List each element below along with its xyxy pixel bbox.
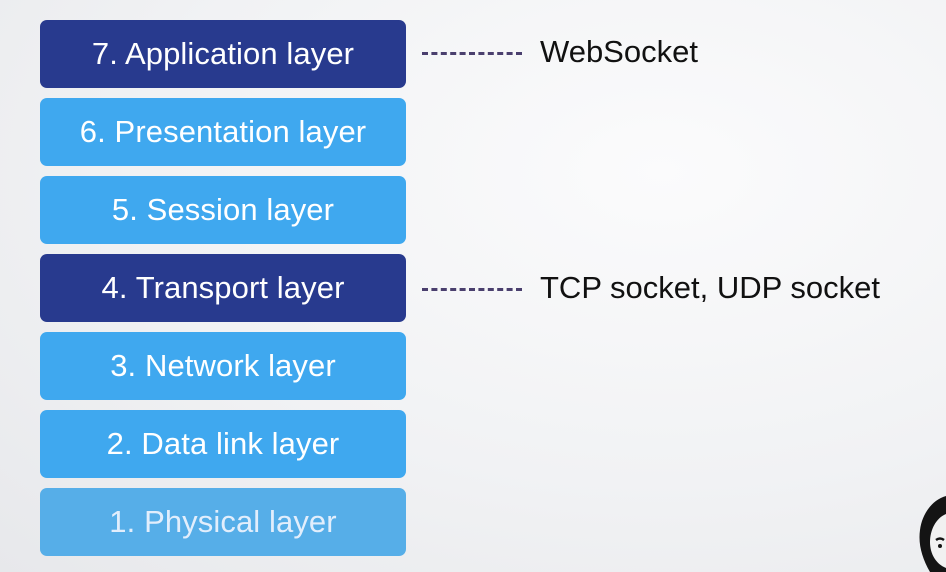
presentation-layer-box: 6. Presentation layer (40, 98, 406, 166)
data-link-layer-box: 2. Data link layer (40, 410, 406, 478)
session-layer-label: 5. Session layer (111, 192, 335, 227)
data-link-layer-label: 2. Data link layer (106, 426, 340, 461)
transport-layer-label: 4. Transport layer (101, 270, 345, 305)
application-connector-line (422, 52, 522, 55)
physical-layer-box: 1. Physical layer (40, 488, 406, 556)
socket-annotation: TCP socket, UDP socket (540, 270, 880, 305)
session-layer-box: 5. Session layer (40, 176, 406, 244)
websocket-annotation: WebSocket (540, 34, 698, 69)
application-layer-label: 7. Application layer (91, 36, 355, 71)
transport-connector-line (422, 288, 522, 291)
presentation-layer-label: 6. Presentation layer (79, 114, 367, 149)
presenter-avatar-icon (919, 496, 946, 572)
network-layer-box: 3. Network layer (40, 332, 406, 400)
physical-layer-label: 1. Physical layer (109, 504, 337, 539)
network-layer-label: 3. Network layer (110, 348, 336, 383)
application-layer-box: 7. Application layer (40, 20, 406, 88)
transport-layer-box: 4. Transport layer (40, 254, 406, 322)
osi-layer-stack: 7. Application layer 6. Presentation lay… (40, 20, 406, 566)
